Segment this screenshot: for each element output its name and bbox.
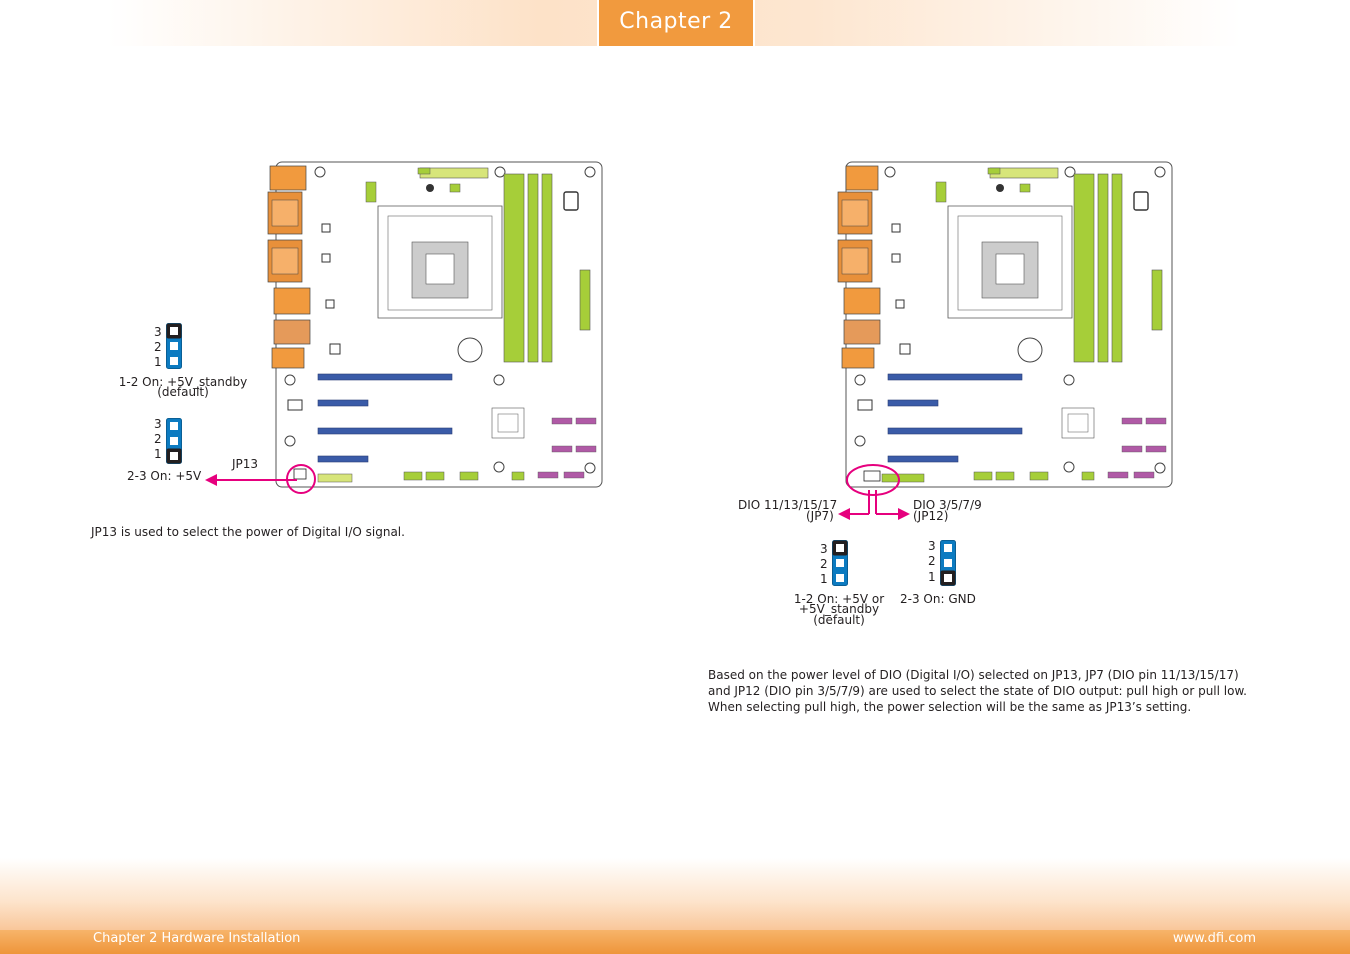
pin-label-2: 2 — [154, 340, 162, 354]
footer-bar — [0, 930, 1350, 954]
jp7-label-line1: DIO 11/13/15/17 — [738, 498, 838, 512]
jp12-label-line1: DIO 3/5/7/9 — [913, 498, 982, 512]
motherboard-diagram-left — [267, 161, 603, 494]
right-description: Based on the power level of DIO (Digital… — [708, 668, 1247, 714]
right-setting-2-label: 2-3 On: GND — [900, 592, 976, 606]
pin-label-1: 1 — [154, 355, 162, 369]
jumper-setting-2-right — [940, 540, 956, 586]
pin-label-3: 3 — [154, 325, 162, 339]
jp12-label-line2: (JP12) — [913, 509, 949, 523]
setting-1-line2: (default) — [157, 385, 209, 399]
right-setting-1-line3: (default) — [813, 613, 865, 627]
jp7-label-line2: (JP7) — [806, 509, 834, 523]
setting-1-line1: 1-2 On: +5V_standby — [118, 375, 248, 389]
pin-label-3c: 3 — [820, 542, 828, 556]
pin-label-1b: 1 — [154, 447, 162, 461]
pin-label-3b: 3 — [154, 417, 162, 431]
footer-band — [0, 858, 1350, 930]
chapter-tab: Chapter 2 — [597, 0, 755, 46]
pin-label-1c: 1 — [820, 572, 828, 586]
pin-label-2b: 2 — [154, 432, 162, 446]
jumper-setting-1-left — [166, 323, 182, 369]
footer-chapter-title: Chapter 2 Hardware Installation — [93, 931, 301, 946]
right-setting-1-line1: 1-2 On: +5V or — [793, 592, 885, 606]
pin-label-2d: 2 — [928, 554, 936, 568]
right-setting-1-line2: +5V_standby — [798, 602, 880, 616]
jumper-setting-1-right — [832, 540, 848, 586]
pin-label-3d: 3 — [928, 539, 936, 553]
footer-website[interactable]: www.dfi.com — [1172, 931, 1256, 946]
jp7-jp12-arrows — [838, 490, 910, 520]
jp13-label: JP13 — [232, 457, 259, 471]
pin-label-2c: 2 — [820, 557, 828, 571]
setting-2-label: 2-3 On: +5V — [127, 469, 202, 483]
jp13-arrow — [205, 474, 297, 486]
pin-label-1d: 1 — [928, 570, 936, 584]
left-description: JP13 is used to select the power of Digi… — [91, 525, 405, 539]
jumper-setting-2-left — [166, 418, 182, 464]
motherboard-diagram-right — [837, 161, 1173, 496]
